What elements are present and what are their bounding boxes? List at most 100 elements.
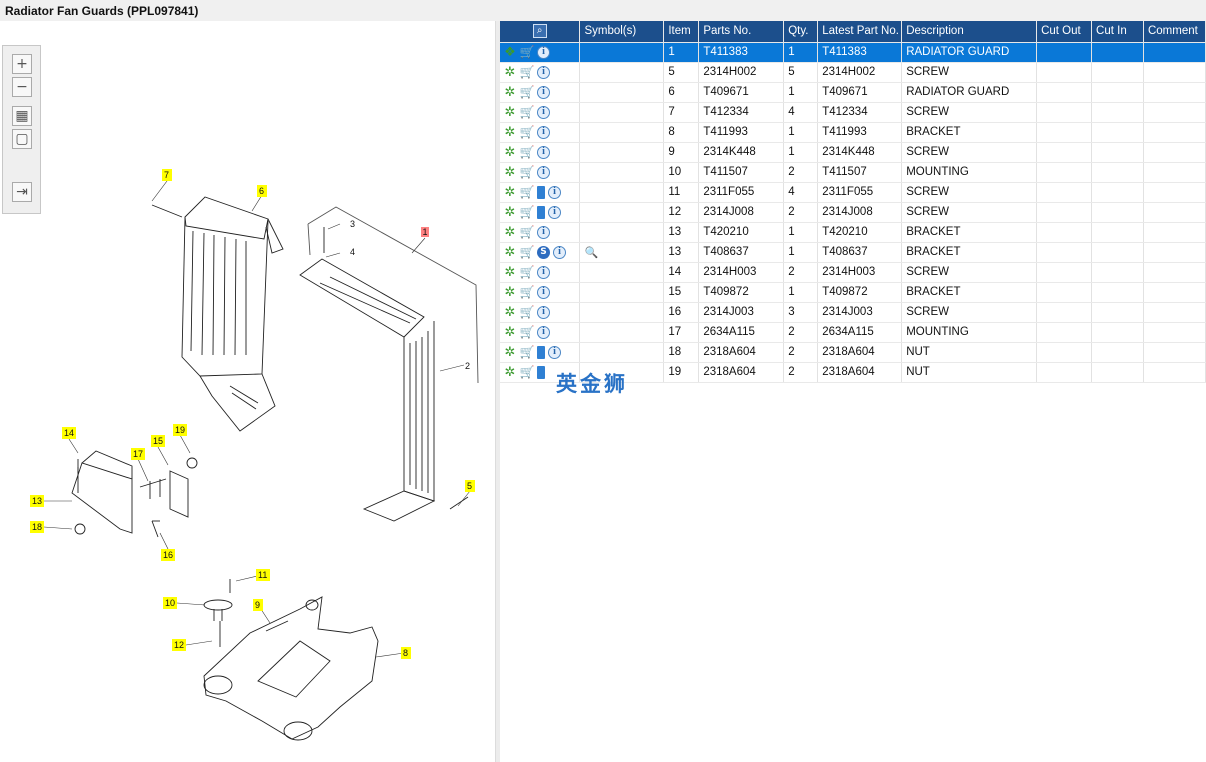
gear-icon[interactable]: ✲	[504, 144, 516, 160]
cart-icon[interactable]: 🛒	[519, 225, 535, 239]
gear-icon[interactable]: ✲	[504, 284, 516, 300]
cart-icon[interactable]: 🛒	[519, 265, 535, 279]
cart-icon[interactable]: 🛒	[519, 145, 535, 159]
col-comment[interactable]: Comment	[1143, 21, 1206, 43]
view-icon[interactable]: 🔍	[584, 245, 599, 259]
info-icon[interactable]: i	[553, 245, 566, 259]
info-icon[interactable]: i	[548, 345, 561, 359]
callout-10[interactable]: 10	[163, 597, 177, 609]
info-icon[interactable]: i	[537, 225, 550, 239]
info-icon[interactable]: i	[548, 205, 561, 219]
cart-icon[interactable]: 🛒	[519, 105, 535, 119]
cart-icon[interactable]: 🛒	[519, 345, 535, 359]
info-icon[interactable]: i	[537, 165, 550, 179]
gear-icon[interactable]: ✲	[504, 84, 516, 100]
gear-icon[interactable]: ✲	[504, 304, 516, 320]
info-icon[interactable]: i	[537, 265, 550, 279]
cart-icon[interactable]: 🛒	[519, 45, 535, 59]
fit-to-window-icon[interactable]: ▦	[12, 106, 32, 126]
cart-icon[interactable]: 🛒	[519, 325, 535, 339]
info-icon[interactable]: i	[537, 305, 550, 319]
diagram-pane[interactable]: 1 2 3 4 5 6 7 8 9 10 11 12 13 14 15 16 1…	[0, 21, 495, 762]
cart-icon[interactable]: 🛒	[519, 365, 535, 379]
col-description[interactable]: Description	[901, 21, 1038, 43]
callout-15[interactable]: 15	[151, 435, 165, 447]
info-icon[interactable]: i	[548, 185, 561, 199]
callout-6[interactable]: 6	[257, 185, 267, 197]
zoom-in-icon[interactable]: +	[12, 54, 32, 74]
info-icon[interactable]: i	[537, 145, 550, 159]
gear-icon[interactable]: ✲	[504, 344, 516, 360]
gear-icon[interactable]: ✲	[504, 224, 516, 240]
callout-7[interactable]: 7	[162, 169, 172, 181]
col-symbols[interactable]: Symbol(s)	[579, 21, 665, 43]
gear-icon[interactable]: ✲	[504, 264, 516, 280]
pane-splitter[interactable]	[495, 21, 500, 762]
callout-14[interactable]: 14	[62, 427, 76, 439]
info-icon[interactable]: i	[537, 85, 550, 99]
info-icon[interactable]: i	[537, 105, 550, 119]
cart-icon[interactable]: 🛒	[519, 85, 535, 99]
gear-icon[interactable]: ✲	[504, 184, 516, 200]
callout-8[interactable]: 8	[401, 647, 411, 659]
actual-size-icon[interactable]: ▢	[12, 129, 32, 149]
gear-icon[interactable]: ✲	[504, 164, 516, 180]
callout-13[interactable]: 13	[30, 495, 44, 507]
info-icon[interactable]: i	[537, 285, 550, 299]
callout-16[interactable]: 16	[161, 549, 175, 561]
cart-icon[interactable]: 🛒	[519, 65, 535, 79]
col-cut-in[interactable]: Cut In	[1091, 21, 1144, 43]
col-item[interactable]: Item	[663, 21, 700, 43]
callout-19[interactable]: 19	[173, 424, 187, 436]
callout-3[interactable]: 3	[350, 219, 355, 229]
gear-icon[interactable]: ✲	[504, 204, 516, 220]
col-qty[interactable]: Qty.	[783, 21, 819, 43]
gear-icon[interactable]: ✲	[504, 364, 516, 380]
callout-17[interactable]: 17	[131, 448, 145, 460]
cart-icon[interactable]: 🛒	[519, 185, 535, 199]
service-icon[interactable]: S	[537, 245, 550, 259]
book-icon[interactable]	[537, 185, 545, 199]
cart-icon[interactable]: 🛒	[519, 125, 535, 139]
exploded-diagram[interactable]: 1 2 3 4 5 6 7 8 9 10 11 12 13 14 15 16 1…	[0, 21, 495, 762]
export-icon[interactable]: ⇥	[12, 182, 32, 202]
zoom-out-icon[interactable]: −	[12, 77, 32, 97]
book-icon[interactable]	[537, 365, 545, 379]
gear-icon[interactable]: ✲	[504, 64, 516, 80]
callout-9[interactable]: 9	[253, 599, 263, 611]
info-icon[interactable]: i	[537, 125, 550, 139]
callout-12[interactable]: 12	[172, 639, 186, 651]
assembly-icon[interactable]: ❖	[504, 44, 516, 60]
book-icon[interactable]	[537, 205, 545, 219]
search-parts-icon[interactable]: ⌕	[500, 21, 581, 43]
cart-icon[interactable]: 🛒	[519, 305, 535, 319]
info-icon[interactable]: i	[537, 45, 550, 59]
callout-11[interactable]: 11	[256, 569, 270, 581]
cart-icon[interactable]: 🛒	[519, 205, 535, 219]
col-latest-part-no[interactable]: Latest Part No.	[817, 21, 903, 43]
callout-4[interactable]: 4	[350, 247, 355, 257]
gear-icon[interactable]: ✲	[504, 124, 516, 140]
callout-5[interactable]: 5	[465, 480, 475, 492]
col-parts-no[interactable]: Parts No.	[698, 21, 785, 43]
callout-18[interactable]: 18	[30, 521, 44, 533]
callout-2[interactable]: 2	[465, 361, 470, 371]
col-cut-out[interactable]: Cut Out	[1036, 21, 1093, 43]
gear-icon[interactable]: ✲	[504, 104, 516, 120]
